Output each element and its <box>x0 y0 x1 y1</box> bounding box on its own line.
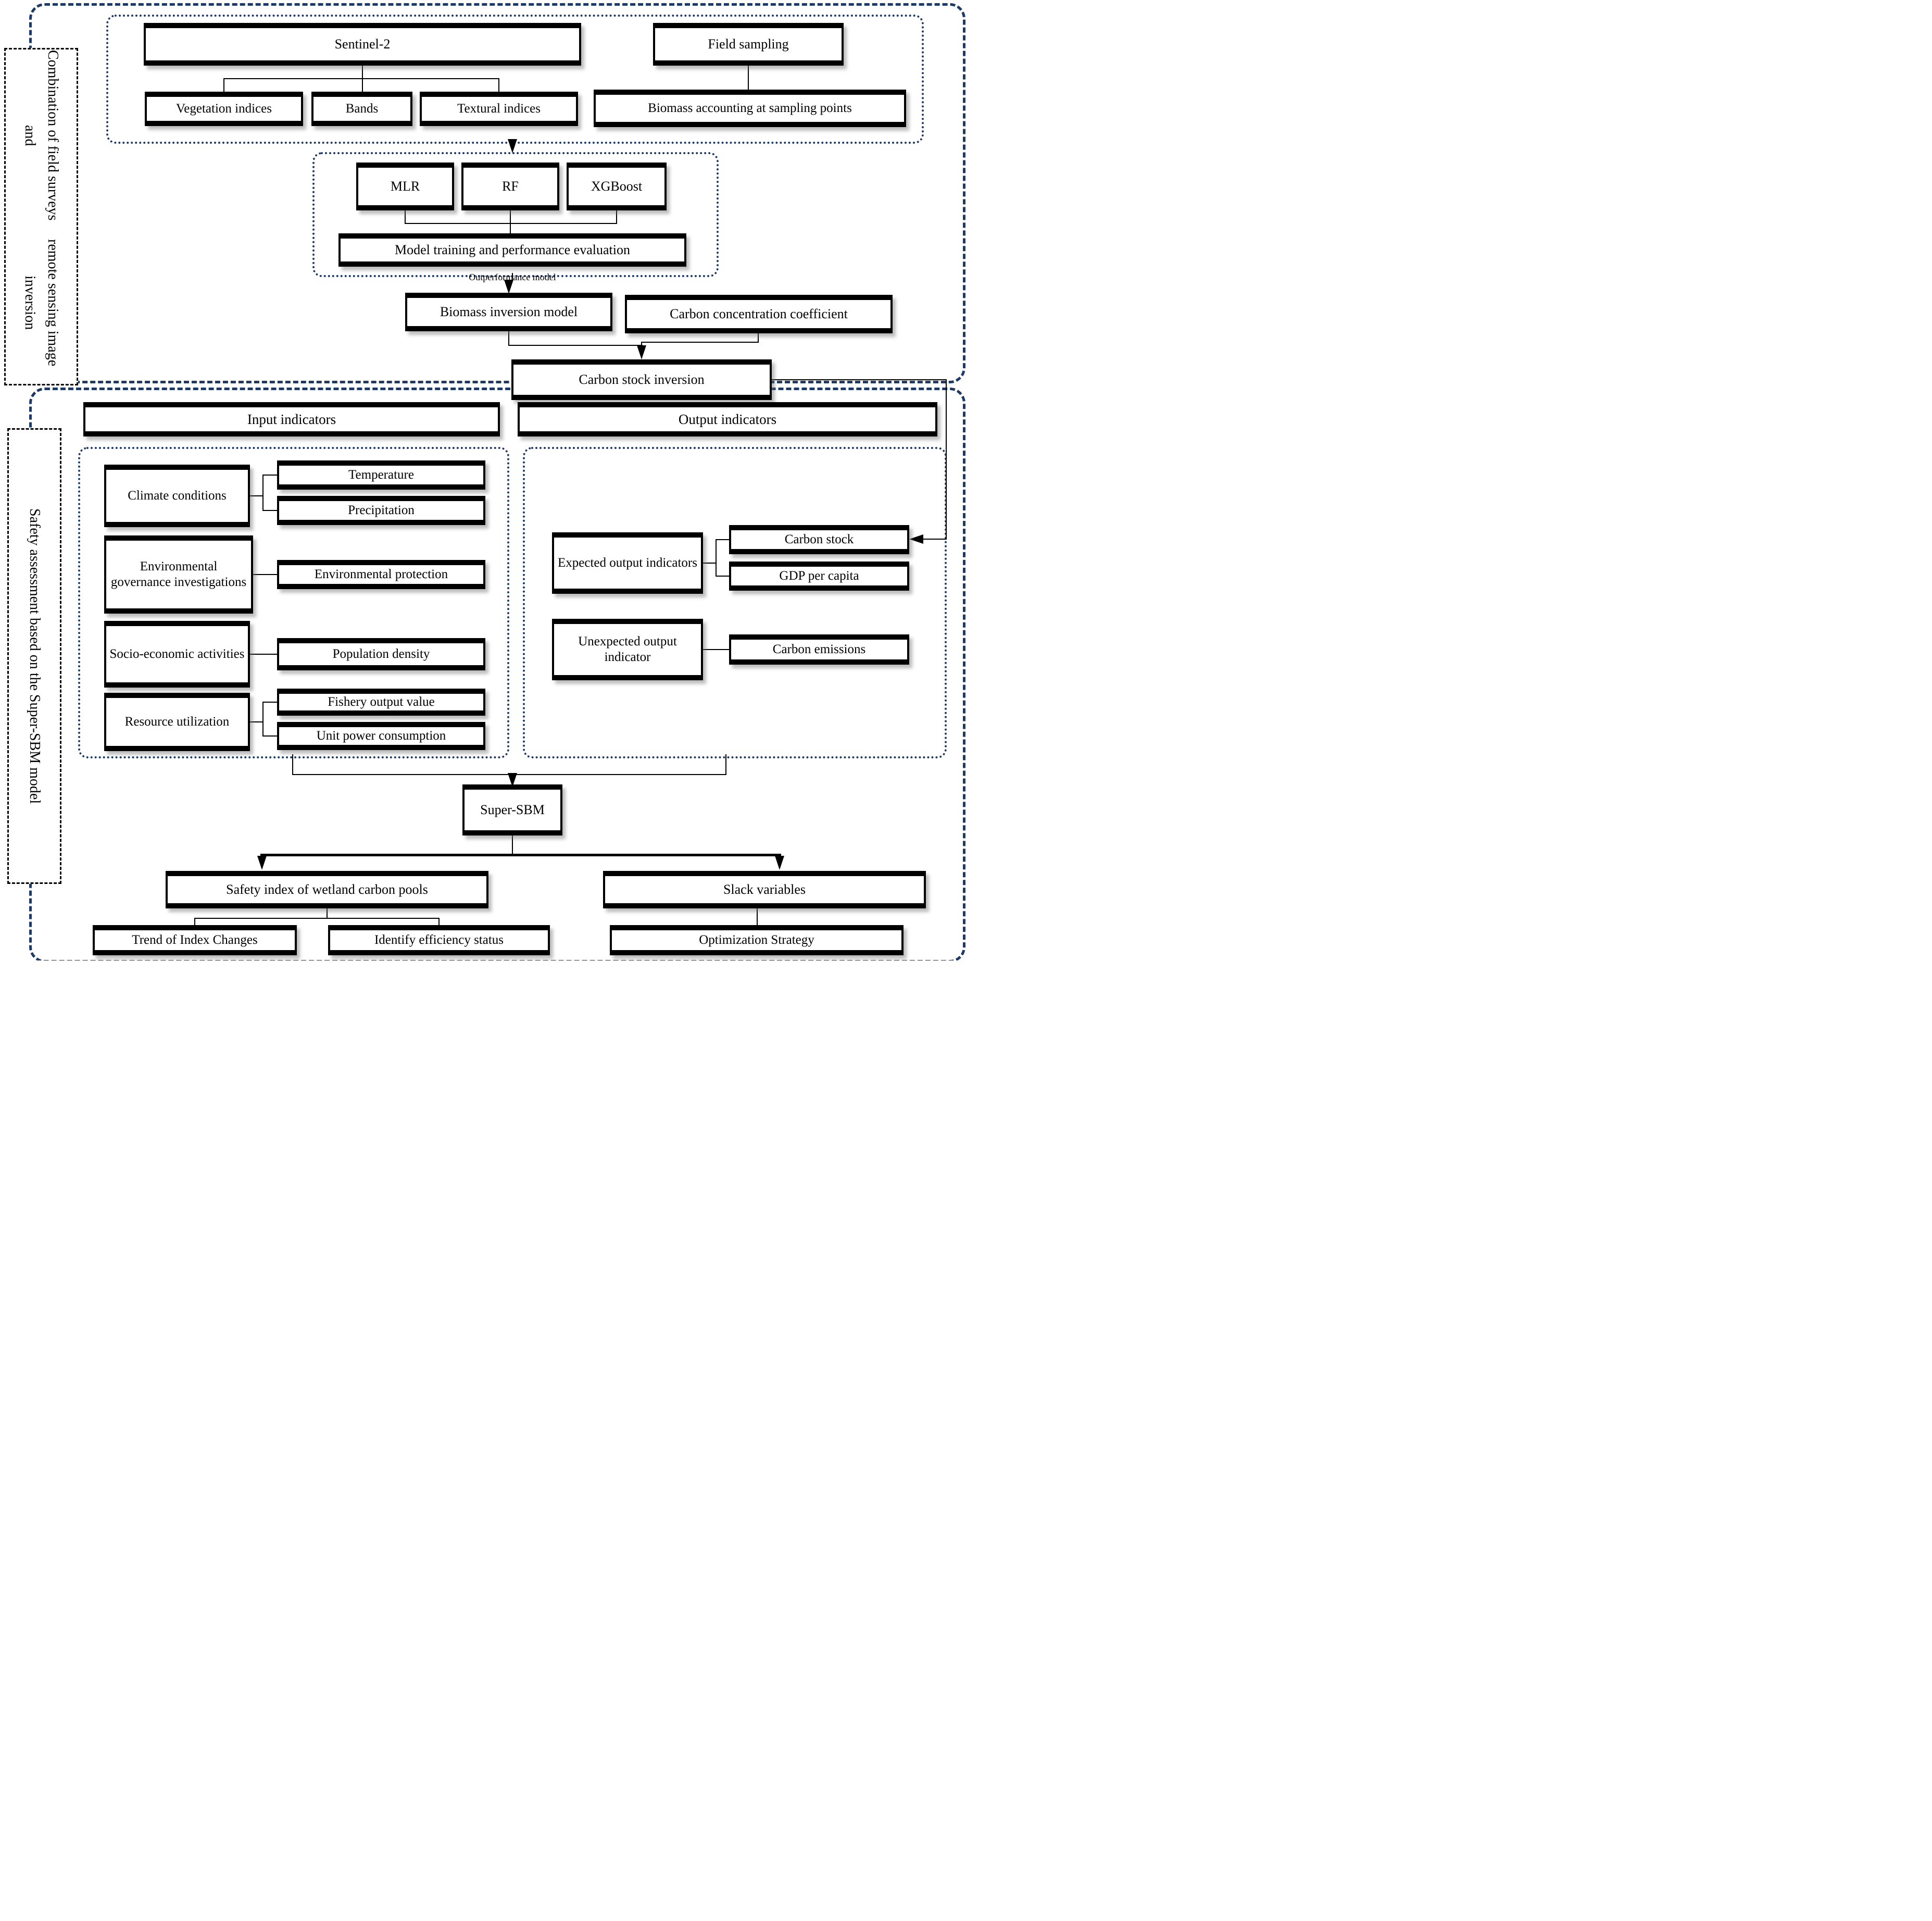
section1-side-label: Combination of field surveys and remote … <box>4 48 78 385</box>
connector-line <box>716 576 729 577</box>
input-indicators-group <box>78 447 509 758</box>
arrow-left-icon <box>909 534 923 544</box>
arrow-down-icon <box>504 280 513 294</box>
connector-line <box>641 342 642 347</box>
connector-line <box>250 654 277 655</box>
outperformance-label: Outperformance model <box>469 272 556 282</box>
connector-line <box>758 333 759 343</box>
input-indicators-header: Input indicators <box>83 402 500 436</box>
connector-line <box>262 475 277 476</box>
flowchart-canvas: Combination of field surveys and remote … <box>0 0 966 960</box>
sentinel2-box: Sentinel-2 <box>144 23 581 66</box>
connector-line <box>405 210 406 223</box>
slack-variables-box: Slack variables <box>603 871 926 908</box>
super-sbm-box: Super-SBM <box>462 784 562 835</box>
section1-label-line2: remote sensing image inversion <box>22 239 61 366</box>
connector-line <box>262 735 277 737</box>
connector-line <box>923 539 947 540</box>
biomass-inversion-box: Biomass inversion model <box>405 293 612 331</box>
connector-line <box>616 210 617 223</box>
connector-line <box>772 379 947 380</box>
temperature-box: Temperature <box>277 460 485 490</box>
textural-indices-box: Textural indices <box>420 92 578 126</box>
unit-power-box: Unit power consumption <box>277 722 485 750</box>
environmental-protection-box: Environmental protection <box>277 560 485 589</box>
bands-box: Bands <box>311 92 412 126</box>
resource-utilization-box: Resource utilization <box>104 693 250 751</box>
connector-line <box>194 918 440 919</box>
connector-line <box>508 331 509 346</box>
connector-line <box>262 475 264 511</box>
connector-line <box>262 702 264 737</box>
connector-line <box>327 908 328 919</box>
output-indicators-header: Output indicators <box>518 402 937 436</box>
connector-line <box>748 66 749 90</box>
output-indicators-group <box>523 447 947 758</box>
identify-efficiency-box: Identify efficiency status <box>328 925 550 955</box>
section2-label-text: Safety assessment based on the Super-SBM… <box>27 508 43 804</box>
population-density-box: Population density <box>277 638 485 670</box>
rf-box: RF <box>461 163 559 210</box>
expected-output-box: Expected output indicators <box>552 532 703 594</box>
arrow-down-icon <box>508 139 517 153</box>
connector-line <box>716 539 717 577</box>
connector-line <box>223 78 499 79</box>
carbon-stock-box: Carbon stock <box>729 525 909 554</box>
connector-line <box>642 342 759 343</box>
section2-side-label: Safety assessment based on the Super-SBM… <box>7 428 61 884</box>
models-group <box>312 152 719 277</box>
climate-conditions-box: Climate conditions <box>104 465 250 527</box>
fishery-output-box: Fishery output value <box>277 689 485 716</box>
connector-line <box>438 918 440 925</box>
connector-line <box>250 495 264 496</box>
arrow-down-icon <box>508 773 517 787</box>
connector-line <box>223 78 224 92</box>
connector-line <box>512 835 513 855</box>
biomass-accounting-box: Biomass accounting at sampling points <box>594 90 906 127</box>
connector-line <box>703 649 729 650</box>
carbon-coefficient-box: Carbon concentration coefficient <box>625 295 893 333</box>
connector-line <box>510 210 511 233</box>
carbon-emissions-box: Carbon emissions <box>729 634 909 665</box>
connector-line <box>725 754 726 775</box>
unexpected-output-box: Unexpected output indicator <box>552 619 703 680</box>
connector-line <box>262 510 277 511</box>
connector-line <box>292 754 293 775</box>
connector-line <box>946 379 947 540</box>
connector-line <box>250 721 264 722</box>
mlr-box: MLR <box>356 163 454 210</box>
xgboost-box: XGBoost <box>567 163 667 210</box>
connector-line <box>362 78 363 92</box>
arrow-down-icon <box>637 345 646 359</box>
vegetation-indices-box: Vegetation indices <box>145 92 303 126</box>
connector-line <box>512 273 513 281</box>
connector-line <box>253 574 277 575</box>
arrow-down-icon <box>775 856 784 870</box>
connector-line <box>260 854 781 856</box>
connector-line <box>194 918 195 925</box>
precipitation-box: Precipitation <box>277 496 485 525</box>
environmental-governance-box: Environmental governance investigations <box>104 535 253 614</box>
arrow-down-icon <box>257 856 267 870</box>
carbon-stock-inversion-box: Carbon stock inversion <box>511 359 772 400</box>
optimization-strategy-box: Optimization Strategy <box>610 925 904 955</box>
field-sampling-box: Field sampling <box>653 23 844 66</box>
connector-line <box>498 78 499 92</box>
socio-economic-box: Socio-economic activities <box>104 621 250 688</box>
connector-line <box>703 563 717 564</box>
connector-line <box>262 702 277 703</box>
safety-index-box: Safety index of wetland carbon pools <box>166 871 488 908</box>
connector-line <box>362 66 363 78</box>
model-training-box: Model training and performance evaluatio… <box>338 233 686 267</box>
trend-index-box: Trend of Index Changes <box>93 925 297 955</box>
connector-line <box>405 223 617 224</box>
connector-line <box>716 539 729 540</box>
connector-line <box>757 908 758 925</box>
connector-line <box>508 345 643 346</box>
section1-label-line1: Combination of field surveys and <box>22 50 61 221</box>
gdp-per-capita-box: GDP per capita <box>729 562 909 591</box>
